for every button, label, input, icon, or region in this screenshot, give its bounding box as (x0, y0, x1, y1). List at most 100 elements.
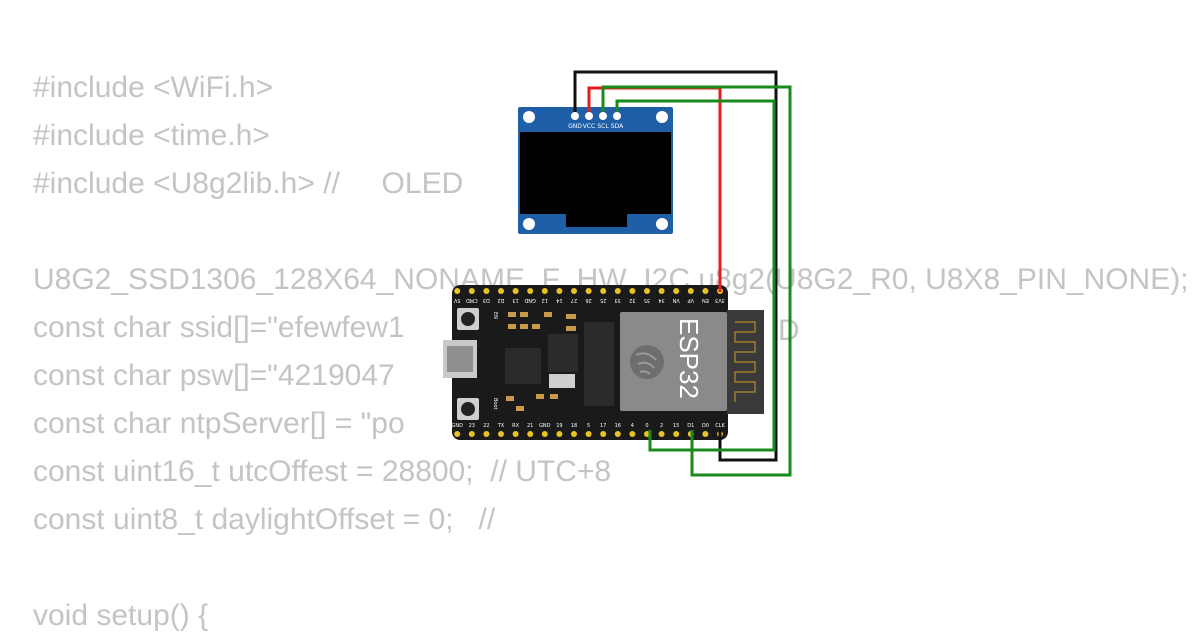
esp32-pin[interactable] (498, 288, 504, 294)
esp32-pin[interactable] (541, 431, 548, 437)
esp32-pin-label: 4 (631, 423, 634, 429)
oled-display[interactable]: GND VCC SCL SDA (518, 107, 673, 234)
esp32-pin[interactable] (468, 431, 475, 437)
esp32-pin-label: 14 (556, 297, 562, 303)
code-line[interactable]: #include <U8g2lib.h> // OLED (33, 167, 464, 200)
esp32-pin[interactable] (585, 288, 592, 294)
code-line[interactable]: const uint16_t utcOffest = 28800; // UTC… (33, 455, 612, 488)
esp32-module-label: ESP32 (674, 318, 704, 399)
esp32-pin-label: D1 (687, 423, 694, 429)
esp32-pin-label: 16 (615, 423, 621, 429)
esp32-pin[interactable] (629, 288, 636, 294)
esp32-pin-label: 5V (453, 297, 460, 303)
esp32-pin[interactable] (571, 288, 577, 294)
esp32-pin[interactable] (541, 288, 548, 294)
esp32-pin-label: 0 (645, 423, 648, 429)
code-line[interactable]: const char ntpServer[] = "po (33, 407, 405, 440)
boot-button-label: Boot (492, 398, 498, 410)
usb-port-icon (443, 340, 477, 378)
esp32-pin-label: 27 (571, 297, 577, 303)
esp32-pin[interactable] (658, 288, 665, 294)
esp32-pin-label: D2 (497, 297, 504, 303)
oled-pin-label: SDA (611, 123, 624, 130)
esp32-pin[interactable] (454, 288, 461, 294)
esp32-pin[interactable] (702, 288, 709, 294)
en-button[interactable] (457, 308, 479, 330)
esp32-pin[interactable] (556, 431, 563, 437)
esp32-pin[interactable] (614, 431, 621, 437)
oled-pin-label: SCL (597, 123, 609, 130)
esp32-pin[interactable] (512, 288, 519, 294)
esp32-pin-label: 12 (542, 297, 548, 303)
esp32-pin[interactable] (527, 431, 534, 437)
code-line[interactable]: #include <time.h> (33, 119, 270, 152)
esp32-pin-label: D3 (483, 297, 490, 303)
oled-pin-label: GND (568, 123, 582, 130)
esp32-pin-label: D0 (702, 423, 709, 429)
esp32-pin[interactable] (600, 288, 607, 294)
en-button-label: EN (492, 312, 498, 319)
esp32-pin[interactable] (454, 431, 461, 437)
esp32-pin[interactable] (673, 288, 680, 294)
code-line[interactable]: const uint8_t daylightOffset = 0; // (33, 503, 496, 536)
esp32-pin[interactable] (483, 288, 490, 294)
esp32-pin[interactable] (614, 288, 621, 294)
wire-scl[interactable] (601, 85, 792, 477)
wire-gnd[interactable] (573, 70, 778, 462)
esp32-pin-label: 17 (600, 423, 606, 429)
esp32-pin-label: 21 (527, 423, 533, 429)
esp32-pin-label: 15 (673, 423, 679, 429)
code-line[interactable]: U8G2_SSD1306_128X64_NONAME_F_HW_I2C u8g2… (33, 263, 1189, 296)
esp32-pin-label: 34 (658, 297, 664, 303)
wire-sda[interactable] (615, 99, 776, 452)
esp32-pin[interactable] (600, 431, 607, 437)
esp32-pin-label: CMD (466, 297, 478, 303)
antenna-trace-icon (734, 321, 756, 402)
code-line[interactable]: const char ssid[]="efewfew1 (33, 311, 405, 344)
esp32-pin[interactable] (585, 431, 592, 437)
oled-pin-label: VCC (583, 123, 595, 130)
esp32-pin[interactable] (498, 431, 504, 437)
esp32-pin-label: GND (451, 423, 463, 429)
esp32-pin[interactable] (468, 288, 475, 294)
esp32-top-pin-header: 3V3ENVPVN343532332526271412GND13D2D3CMD5… (453, 288, 725, 303)
esp32-pin-label: RX (512, 423, 519, 429)
esp32-pin-label: 32 (629, 297, 635, 303)
esp32-pin[interactable] (629, 431, 636, 437)
esp32-pin-label: 18 (571, 423, 577, 429)
esp32-pin-label: 35 (644, 297, 650, 303)
esp32-pin-label: 33 (615, 297, 621, 303)
oled-pin-headers (571, 112, 621, 120)
esp32-pin-label: 13 (512, 297, 518, 303)
esp32-pin[interactable] (571, 431, 577, 437)
wires (573, 70, 792, 477)
esp32-pin[interactable] (527, 288, 534, 294)
esp32-pin-label: VN (672, 297, 679, 303)
code-line[interactable]: #include <WiFi.h> (33, 71, 274, 104)
esp32-pin-label: VP (688, 297, 694, 303)
esp32-pin-label: 23 (469, 423, 475, 429)
esp32-pin[interactable] (512, 431, 519, 437)
esp32-pin[interactable] (483, 431, 490, 437)
code-editor[interactable]: #include <WiFi.h> #include <time.h> #inclu… (33, 64, 1189, 640)
esp32-pin[interactable] (556, 288, 563, 294)
esp32-pin[interactable] (658, 431, 665, 437)
esp32-pin[interactable] (687, 288, 694, 294)
esp32-pin-label: CLK (715, 423, 725, 429)
esp32-pin[interactable] (702, 431, 709, 437)
esp32-pin-label: GND (524, 297, 536, 303)
boot-button[interactable] (457, 398, 479, 420)
code-line[interactable]: const char psw[]="4219047 (33, 359, 395, 392)
espressif-logo-icon (630, 345, 664, 379)
esp32-pin-label: 22 (483, 423, 489, 429)
code-line[interactable]: void setup() { (33, 599, 209, 632)
esp32-pin[interactable] (644, 288, 650, 294)
esp32-pin-label: TX (497, 423, 505, 429)
esp32-pin-label: EN (702, 297, 709, 303)
esp32-pin-label: 26 (585, 297, 591, 303)
esp32-pin[interactable] (673, 431, 680, 437)
esp32-pin-label: 5 (587, 423, 590, 429)
